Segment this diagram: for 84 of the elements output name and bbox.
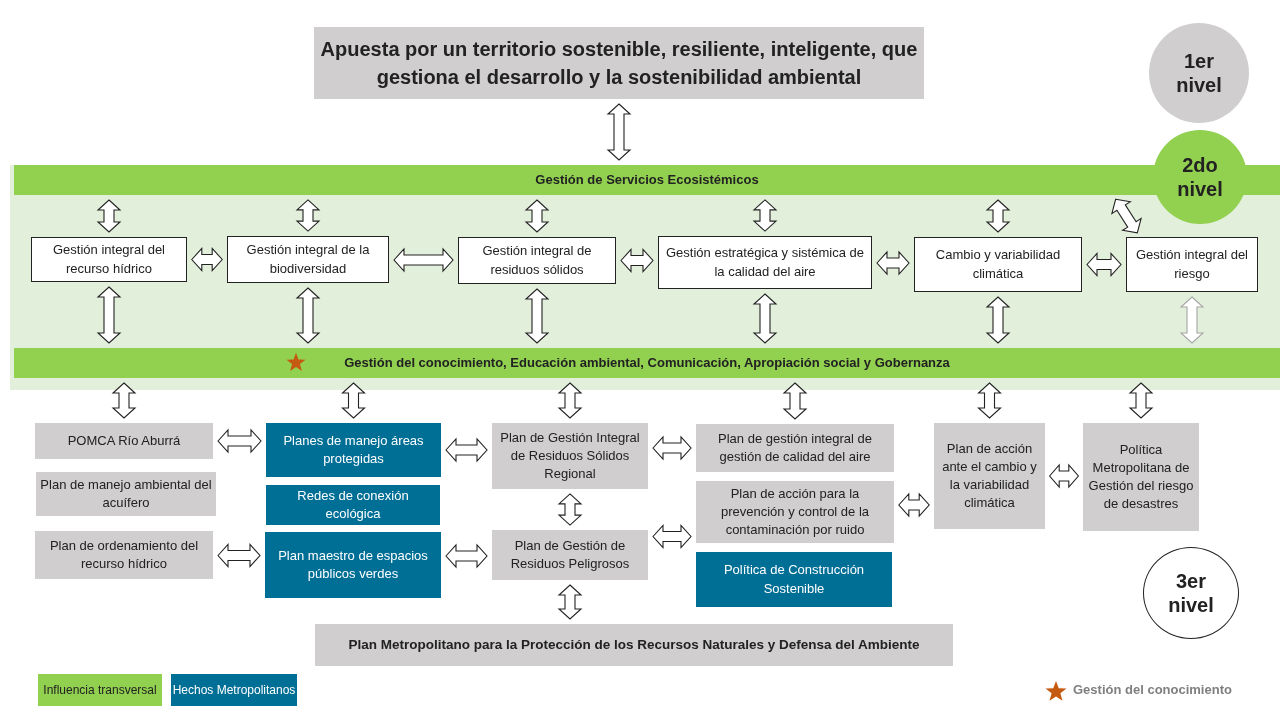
- plan-box: [492, 423, 648, 489]
- double-arrow: [524, 288, 550, 344]
- double-arrow: [752, 293, 778, 344]
- double-arrow: [111, 382, 137, 419]
- process-box: [458, 237, 616, 284]
- double-arrow: [652, 435, 692, 461]
- plan-box: [265, 532, 441, 598]
- box-text: Gestión integral de la biodiversidad: [245, 241, 371, 278]
- double-arrow: [1128, 382, 1154, 419]
- process-box: [914, 237, 1082, 292]
- box-text: Gestión integral de residuos sólidos: [481, 242, 593, 279]
- plan-box: [315, 624, 953, 666]
- double-arrow: [782, 382, 808, 420]
- box-text: Plan de ordenamiento del recurso hídrico: [48, 536, 200, 573]
- plan-box: [696, 481, 894, 543]
- box-text: Plan de Gestión de Residuos Peligrosos: [509, 536, 631, 573]
- double-arrow: [1086, 252, 1122, 277]
- double-arrow: [341, 382, 366, 419]
- legend-text: Hechos Metropolitanos: [172, 682, 296, 698]
- box-text: Plan de acción ante el cambio y la variabilidad climática: [941, 439, 1038, 513]
- title-box: [314, 27, 924, 99]
- plan-box: [934, 423, 1045, 529]
- box-text: Plan de acción para la prevención y control de la contaminación por ruido: [719, 484, 871, 540]
- legend-text: Influencia transversal: [43, 682, 157, 698]
- box-text: Gestión integral del recurso hídrico: [52, 241, 166, 278]
- double-arrow: [898, 492, 930, 518]
- double-arrow: [985, 296, 1011, 344]
- double-arrow: [606, 103, 632, 161]
- band-title: Gestión del conocimiento, Educación ambiental, Comunicación, Apropiación social y Gobernanza: [344, 353, 950, 372]
- double-arrow: [1111, 198, 1142, 234]
- legend-text: Gestión del conocimiento: [1073, 682, 1232, 697]
- box-text: Plan Metropolitano para la Protección de los Recursos Naturales y Defensa del Ambiente: [348, 635, 920, 654]
- double-arrow: [393, 247, 454, 273]
- level-label: 2do nivel: [1176, 153, 1224, 201]
- band-title: Gestión de Servicios Ecosistémicos: [535, 170, 759, 189]
- plan-box: [35, 423, 213, 459]
- plan-box: [266, 485, 440, 525]
- box-text: Plan de manejo ambiental del acuífero: [40, 475, 212, 512]
- box-text: Plan maestro de espacios públicos verdes: [277, 546, 429, 583]
- box-text: Redes de conexión ecológica: [296, 486, 410, 523]
- level-label: 1er nivel: [1175, 49, 1223, 97]
- double-arrow: [217, 543, 261, 568]
- box-text: Plan de Gestión Integral de Residuos Sólidos Regional: [499, 428, 641, 484]
- theme-band: [14, 348, 1280, 378]
- double-arrow: [557, 584, 583, 620]
- plan-box: [35, 531, 213, 579]
- double-arrow: [217, 428, 262, 454]
- double-arrow: [96, 199, 122, 233]
- double-arrow: [557, 493, 583, 526]
- double-arrow: [652, 524, 692, 549]
- plan-box: [696, 552, 892, 607]
- plan-box: [492, 530, 648, 580]
- level-label: 3er nivel: [1167, 569, 1215, 617]
- process-box: [227, 236, 389, 283]
- double-arrow: [524, 199, 550, 233]
- double-arrow: [1048, 463, 1080, 489]
- double-arrow: [1179, 296, 1205, 344]
- double-arrow: [445, 543, 488, 569]
- box-text: POMCA Río Aburrá: [67, 431, 181, 450]
- process-box: [31, 237, 187, 282]
- double-arrow: [977, 382, 1002, 419]
- double-arrow: [96, 286, 122, 344]
- double-arrow: [620, 248, 654, 273]
- double-arrow: [445, 437, 488, 463]
- box-text: Política Metropolitana de Gestión del riesgo de desastres: [1087, 440, 1195, 514]
- plan-box: [1083, 423, 1199, 531]
- box-text: Cambio y variabilidad climática: [934, 246, 1062, 283]
- double-arrow: [191, 247, 223, 272]
- process-box: [1126, 237, 1258, 292]
- double-arrow: [985, 199, 1011, 233]
- double-arrow: [752, 199, 778, 232]
- double-arrow: [557, 382, 583, 419]
- double-arrow: [295, 287, 321, 344]
- plan-box: [696, 424, 894, 472]
- double-arrow: [876, 250, 910, 276]
- title-text: Apuesta por un territorio sostenible, resiliente, inteligente, que gestiona el desarrollo y la sostenibilidad ambiental: [319, 37, 919, 90]
- process-box: [658, 236, 872, 289]
- box-text: Gestión integral del riesgo: [1135, 246, 1249, 283]
- plan-box: [266, 423, 441, 477]
- box-text: Política de Construcción Sostenible: [722, 561, 866, 598]
- box-text: Planes de manejo áreas protegidas: [282, 431, 425, 468]
- box-text: Plan de gestión integral de gestión de calidad del aire: [717, 429, 873, 466]
- box-text: Gestión estratégica y sistémica de la calidad del aire: [665, 244, 865, 281]
- double-arrow: [295, 199, 321, 232]
